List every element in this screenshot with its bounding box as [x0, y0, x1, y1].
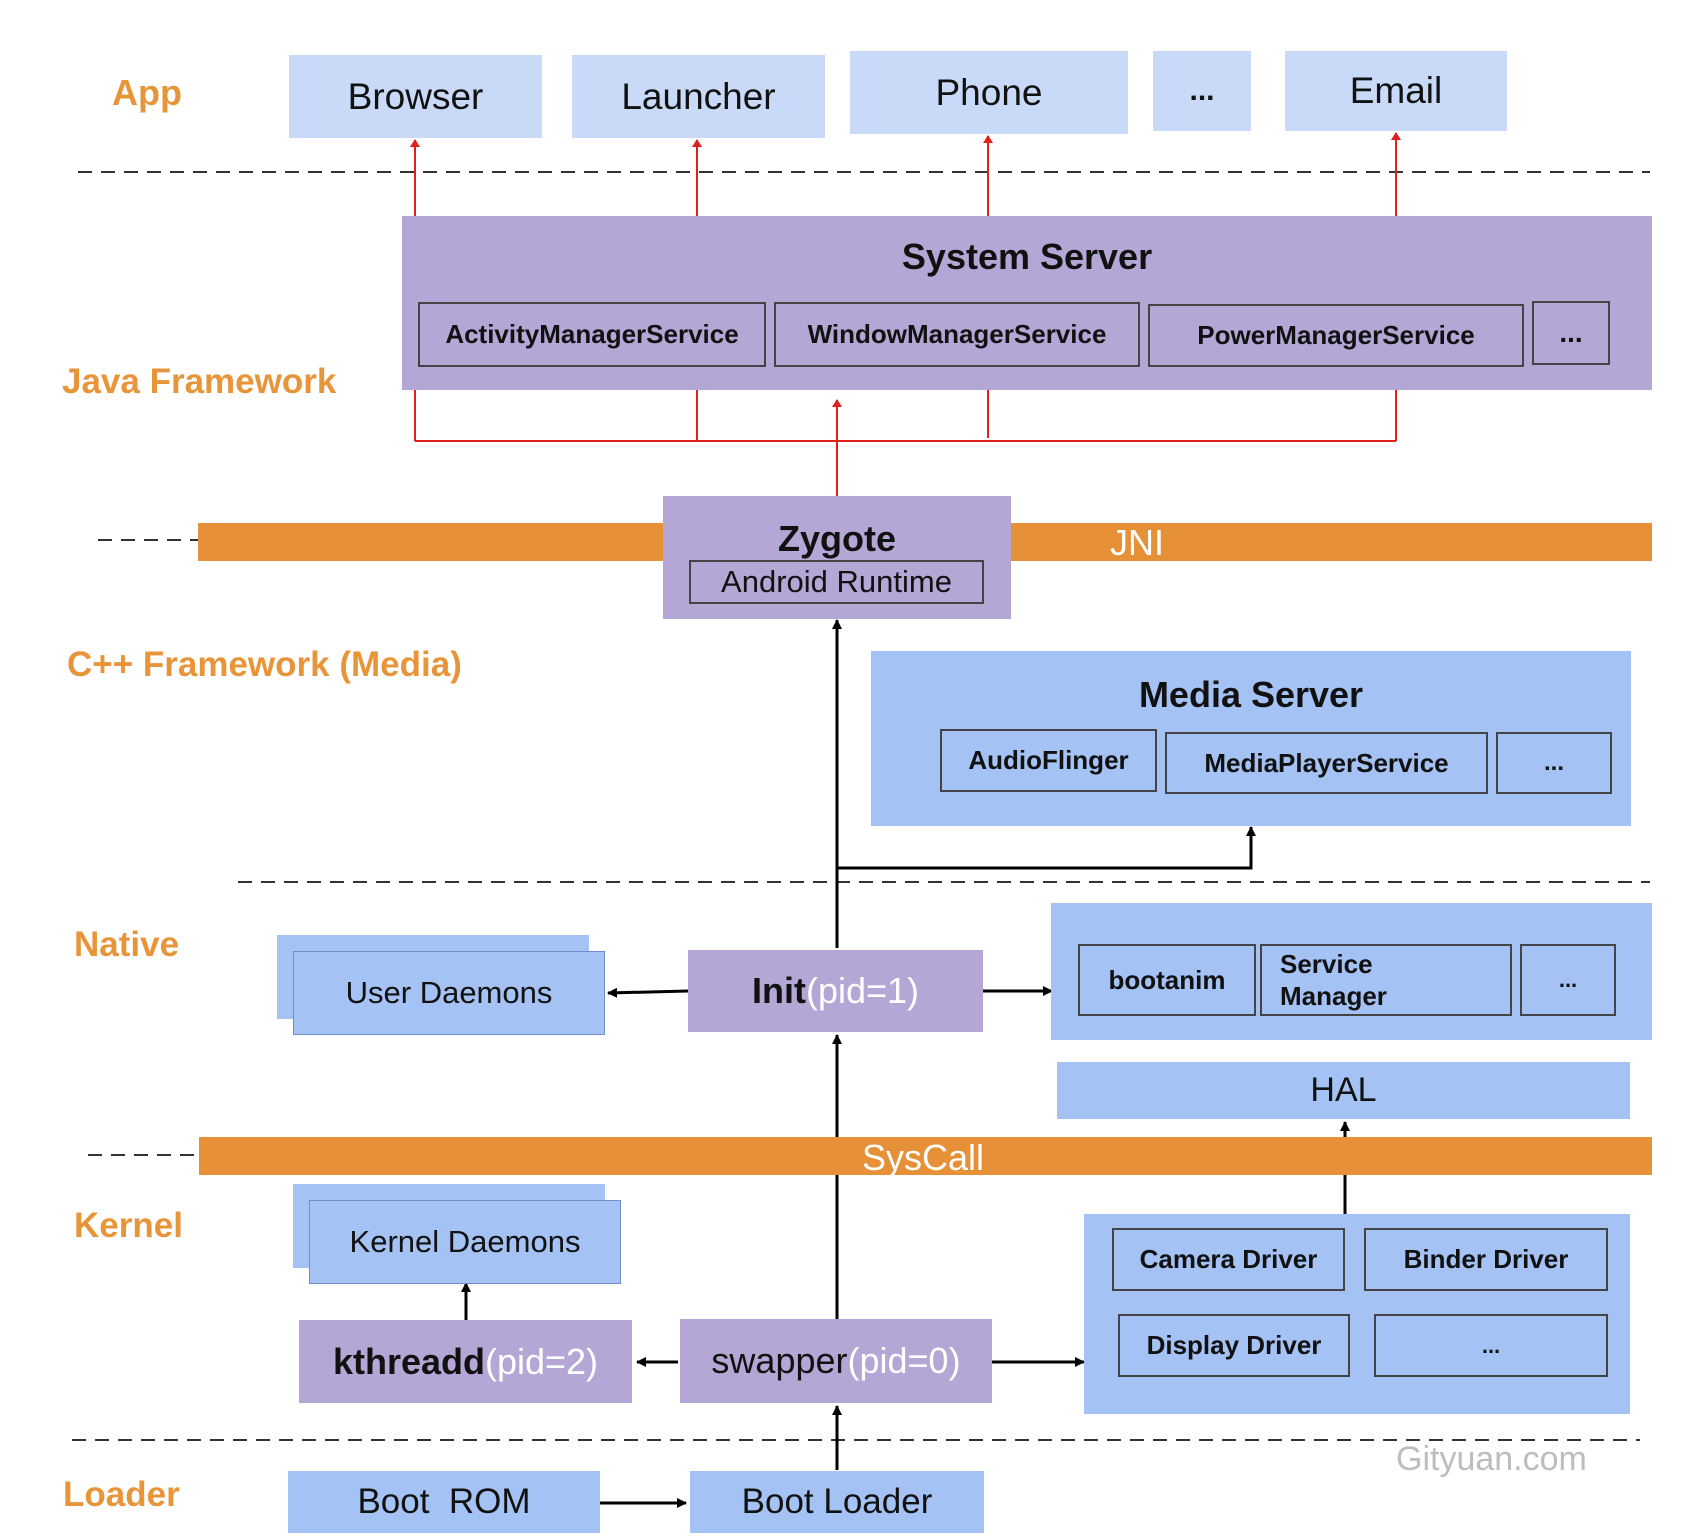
kthreadd-pid: (pid=2): [484, 1340, 599, 1382]
layer-separators: [72, 171, 1650, 1441]
init-pid: (pid=1): [805, 970, 920, 1011]
drivers-more: ...: [1374, 1314, 1608, 1377]
media-server: [871, 651, 1631, 826]
app-phone: Phone: [850, 51, 1128, 134]
layer-label-java-framework: Java Framework: [62, 362, 337, 401]
binder-driver: Binder Driver: [1364, 1228, 1608, 1291]
bootanim: bootanim: [1078, 944, 1256, 1016]
window-manager-service: WindowManagerService: [774, 302, 1140, 367]
kthreadd-name: kthreadd: [332, 1340, 485, 1382]
boot-flow-arrows: [461, 619, 1350, 1508]
syscall-band: [199, 1137, 1652, 1175]
app-email: Email: [1285, 51, 1507, 131]
service-manager: Service Manager: [1260, 944, 1512, 1016]
media-server-title: Media Server: [1138, 674, 1364, 715]
swapper-pid: (pid=0): [847, 1340, 961, 1381]
layer-label-cpp-framework: C++ Framework (Media): [67, 645, 462, 684]
jni-label: JNI: [1110, 522, 1164, 563]
layer-label-kernel: Kernel: [74, 1206, 183, 1245]
app-browser: Browser: [289, 55, 542, 138]
layer-label-app: App: [112, 72, 182, 113]
watermark: Gityuan.com: [1396, 1440, 1587, 1478]
hal: HAL: [1057, 1062, 1630, 1119]
init-name: Init: [751, 970, 806, 1011]
kthreadd-process: kthreadd(pid=2): [299, 1320, 632, 1403]
init-process: Init(pid=1): [688, 950, 983, 1032]
user-daemons: User Daemons: [293, 951, 605, 1035]
zygote: [663, 496, 1011, 619]
system-server-more: ...: [1532, 301, 1610, 365]
syscall-label: SysCall: [862, 1137, 985, 1178]
media-server-more: ...: [1496, 732, 1612, 794]
android-runtime: Android Runtime: [689, 560, 984, 604]
boot-loader: Boot Loader: [690, 1471, 984, 1533]
camera-driver: Camera Driver: [1112, 1228, 1345, 1291]
display-driver: Display Driver: [1118, 1314, 1350, 1377]
zygote-title: Zygote: [777, 518, 896, 559]
app-launcher: Launcher: [572, 55, 825, 138]
audio-flinger: AudioFlinger: [940, 729, 1157, 792]
system-server-title: System Server: [901, 236, 1153, 277]
layer-label-native: Native: [74, 925, 180, 964]
activity-manager-service: ActivityManagerService: [418, 302, 766, 367]
native-services-more: ...: [1520, 944, 1616, 1016]
power-manager-service: PowerManagerService: [1148, 304, 1524, 367]
media-player-service: MediaPlayerService: [1165, 732, 1488, 794]
layer-label-loader: Loader: [63, 1475, 180, 1514]
swapper-name: swapper: [711, 1340, 848, 1381]
swapper-process: swapper(pid=0): [680, 1319, 992, 1403]
boot-rom: Boot ROM: [288, 1471, 600, 1533]
native-services-group: [1051, 903, 1652, 1040]
kernel-daemons: Kernel Daemons: [309, 1200, 621, 1284]
app-more: ...: [1153, 51, 1251, 131]
